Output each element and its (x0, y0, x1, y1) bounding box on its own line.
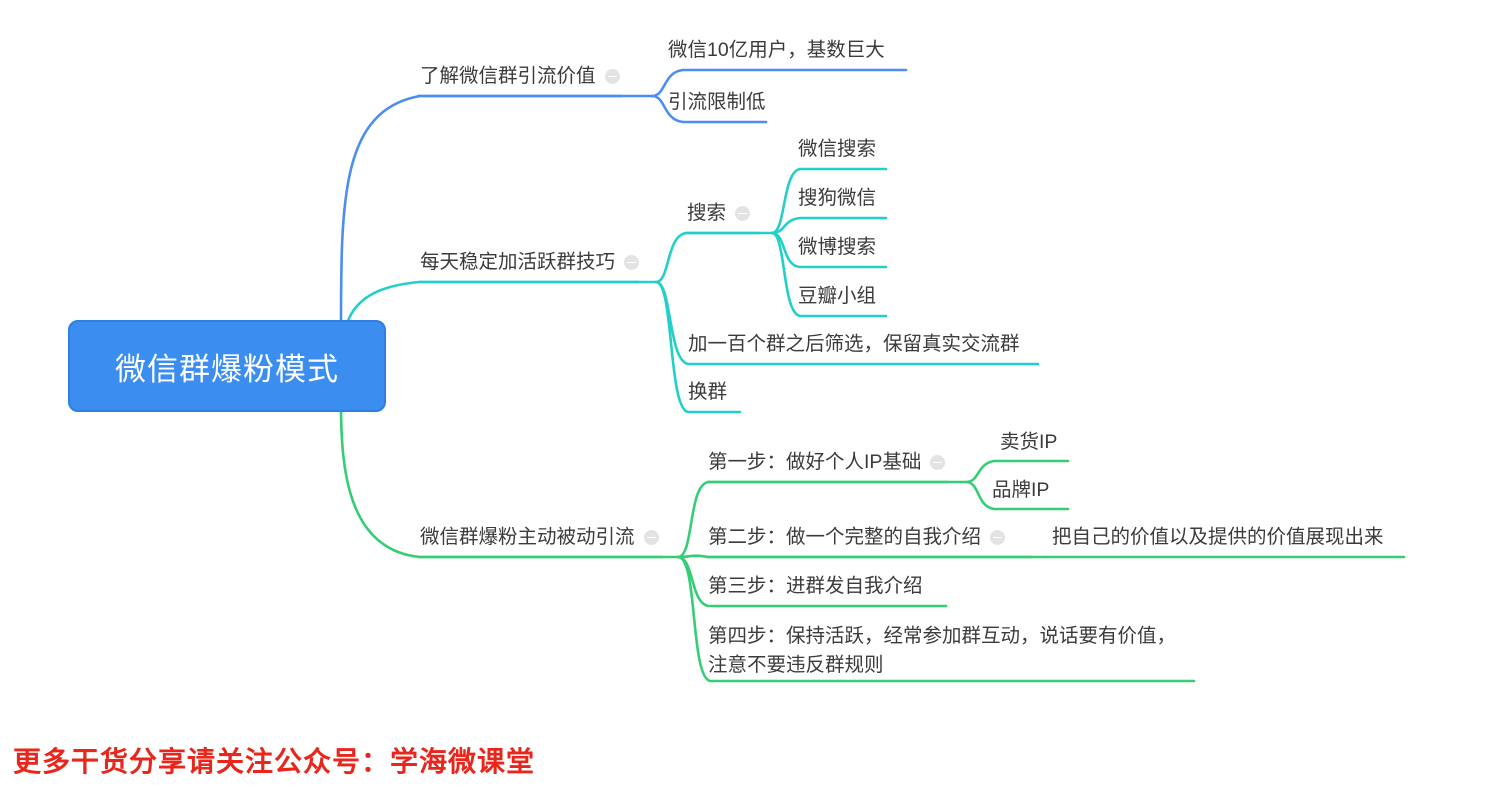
node-weibo-search[interactable]: 微博搜索 (798, 233, 876, 261)
node-search[interactable]: 搜索 (687, 199, 751, 227)
node-step-three[interactable]: 第三步：进群发自我介绍 (708, 572, 923, 600)
node-step-four[interactable]: 第四步：保持活跃，经常参加群互动，说话要有价值，注意不要违反群规则 (708, 622, 1178, 680)
wire-root-to-understand-value (339, 94, 623, 332)
node-wechat-users-label: 微信10亿用户，基数巨大 (668, 39, 885, 61)
node-filter-groups[interactable]: 加一百个群之后筛选，保留真实交流群 (688, 330, 1020, 358)
footer-promo-note: 更多干货分享请关注公众号：学海微课堂 (13, 740, 535, 780)
node-wechat-users[interactable]: 微信10亿用户，基数巨大 (668, 36, 885, 64)
node-daily-group-skills[interactable]: 每天稳定加活跃群技巧 (420, 248, 640, 276)
collapse-toggle-understand-value[interactable] (604, 68, 620, 84)
root-node-label: 微信群爆粉模式 (115, 351, 339, 387)
node-sogou-wechat[interactable]: 搜狗微信 (798, 184, 876, 212)
node-brand-ip[interactable]: 品牌IP (992, 476, 1049, 504)
node-douban-group[interactable]: 豆瓣小组 (798, 282, 876, 310)
node-step-four-label: 第四步：保持活跃，经常参加群互动，说话要有价值，注意不要违反群规则 (708, 625, 1177, 676)
node-step-three-label: 第三步：进群发自我介绍 (708, 575, 923, 597)
node-step-two[interactable]: 第二步：做一个完整的自我介绍 (708, 523, 1006, 551)
node-low-limit[interactable]: 引流限制低 (668, 88, 766, 116)
wire-to-step-two (676, 554, 1033, 559)
node-brand-ip-label: 品牌IP (992, 479, 1050, 501)
node-daily-group-skills-label: 每天稳定加活跃群技巧 (420, 251, 616, 273)
node-swap-groups-label: 换群 (688, 381, 728, 403)
node-swap-groups[interactable]: 换群 (688, 378, 727, 406)
root-node[interactable]: 微信群爆粉模式 (68, 320, 386, 412)
collapse-toggle-step-two[interactable] (990, 529, 1006, 545)
node-show-value[interactable]: 把自己的价值以及提供的价值展现出来 (1052, 523, 1384, 551)
wire-to-search (654, 231, 760, 284)
collapse-toggle-active-passive-traffic[interactable] (643, 529, 659, 545)
node-low-limit-label: 引流限制低 (668, 91, 766, 113)
node-filter-groups-label: 加一百个群之后筛选，保留真实交流群 (688, 333, 1020, 355)
node-understand-value[interactable]: 了解微信群引流价值 (420, 62, 620, 90)
node-sell-ip-label: 卖货IP (1000, 431, 1058, 453)
collapse-toggle-search[interactable] (735, 205, 751, 221)
node-active-passive-traffic[interactable]: 微信群爆粉主动被动引流 (420, 523, 659, 551)
node-weibo-search-label: 微博搜索 (798, 236, 877, 258)
node-sell-ip[interactable]: 卖货IP (1000, 428, 1057, 456)
collapse-toggle-step-one[interactable] (930, 454, 946, 470)
node-search-label: 搜索 (687, 202, 727, 224)
node-sogou-wechat-label: 搜狗微信 (798, 187, 877, 209)
node-understand-value-label: 了解微信群引流价值 (420, 65, 596, 87)
node-step-two-label: 第二步：做一个完整的自我介绍 (708, 526, 982, 548)
node-douban-group-label: 豆瓣小组 (798, 285, 877, 307)
wire-to-sogou-wechat (770, 216, 888, 235)
node-wechat-search-label: 微信搜索 (798, 138, 877, 160)
node-active-passive-traffic-label: 微信群爆粉主动被动引流 (420, 526, 635, 548)
node-wechat-search[interactable]: 微信搜索 (798, 135, 876, 163)
collapse-toggle-daily-group-skills[interactable] (624, 254, 640, 270)
node-step-one-label: 第一步：做好个人IP基础 (708, 451, 922, 473)
node-show-value-label: 把自己的价值以及提供的价值展现出来 (1052, 526, 1384, 548)
footer-promo-text: 更多干货分享请关注公众号：学海微课堂 (13, 746, 536, 777)
node-step-one[interactable]: 第一步：做好个人IP基础 (708, 448, 946, 476)
